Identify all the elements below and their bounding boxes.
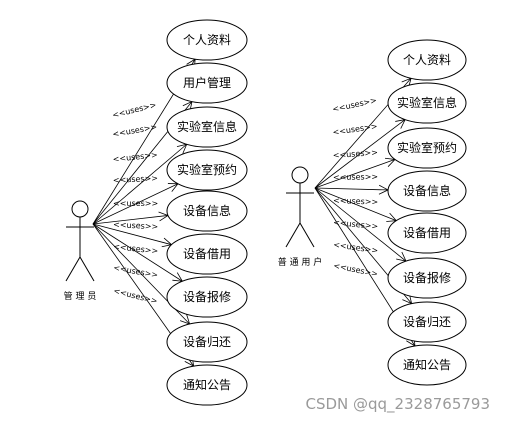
user-uses-label: <<uses>> <box>332 122 378 137</box>
admin-uses-label: <<uses>> <box>113 263 159 280</box>
admin-use-case-ellipse[interactable] <box>166 321 248 363</box>
admin-use-case-label: 用户管理 <box>183 75 231 90</box>
admin-use-case-label: 实验室预约 <box>177 162 237 177</box>
user-use-case-label: 设备归还 <box>403 315 451 329</box>
user-use-case-ellipse[interactable] <box>387 127 467 169</box>
admin-uses-label: <<uses>> <box>113 174 159 185</box>
admin-use-case-ellipse[interactable] <box>166 276 248 318</box>
user-use-case-label: 通知公告 <box>403 358 451 372</box>
user-use-case-label: 设备报修 <box>403 270 451 285</box>
user-use-case-ellipse[interactable] <box>387 39 467 81</box>
admin-uses-label: <<uses>> <box>113 242 159 256</box>
admin-use-case-ellipse[interactable] <box>166 62 248 104</box>
user-use-case-label: 实验室预约 <box>397 140 457 155</box>
user-use-case-ellipse[interactable] <box>387 344 467 386</box>
admin-uses-line <box>92 223 172 246</box>
admin-uses-line <box>92 215 169 225</box>
admin-uses-line <box>92 183 179 225</box>
user-use-case-label: 个人资料 <box>403 53 451 67</box>
admin-use-case-ellipse[interactable] <box>166 364 248 406</box>
user-uses-label: <<uses>> <box>333 196 378 207</box>
user-uses-label: <<uses>> <box>332 96 378 114</box>
user-use-case-label: 设备借用 <box>403 226 451 240</box>
admin-uses-label: <<uses>> <box>112 122 158 139</box>
user-uses-line <box>314 187 389 191</box>
user-uses-line <box>314 159 396 189</box>
user-use-case-label: 设备信息 <box>403 183 451 198</box>
admin-uses-line <box>92 223 183 282</box>
user-uses-label: <<uses>> <box>333 148 379 160</box>
user-use-case-ellipse[interactable] <box>387 301 467 343</box>
admin-use-case-ellipse[interactable] <box>166 190 248 232</box>
user-uses-label: <<uses>> <box>333 172 378 182</box>
user-uses-line <box>314 187 397 222</box>
user-uses-line <box>314 119 406 189</box>
admin-use-case-ellipse[interactable] <box>166 19 248 61</box>
user-use-case-label: 实验室信息 <box>397 95 457 110</box>
admin-actor-figure <box>65 200 95 282</box>
user-use-case-ellipse[interactable] <box>387 257 467 299</box>
user-uses-line <box>314 187 407 262</box>
admin-use-case-label: 通知公告 <box>183 378 231 392</box>
admin-use-case-label: 设备借用 <box>183 247 231 261</box>
user-uses-label: <<uses>> <box>333 261 379 278</box>
watermark-text: CSDN @qq_2328765793 <box>305 395 490 414</box>
admin-uses-label: <<uses>> <box>113 199 158 208</box>
admin-uses-line <box>92 143 187 225</box>
user-use-case-ellipse[interactable] <box>387 82 467 124</box>
user-actor-figure <box>285 166 315 248</box>
admin-use-case-label: 设备归还 <box>183 335 231 349</box>
admin-use-case-label: 个人资料 <box>183 33 231 47</box>
admin-actor-label: 管 理 员 <box>64 290 97 302</box>
user-use-case-ellipse[interactable] <box>387 212 467 254</box>
admin-use-case-label: 实验室信息 <box>177 119 237 134</box>
user-actor-label: 普 通 用 户 <box>278 256 323 268</box>
admin-use-case-ellipse[interactable] <box>166 149 248 191</box>
admin-uses-label: <<uses>> <box>112 150 158 164</box>
user-use-case-ellipse[interactable] <box>387 170 467 212</box>
user-uses-label: <<uses>> <box>333 218 379 231</box>
admin-use-case-label: 设备信息 <box>183 203 231 218</box>
admin-uses-label: <<uses>> <box>113 220 159 231</box>
admin-use-case-ellipse[interactable] <box>166 233 248 275</box>
admin-uses-label: <<uses>> <box>113 286 159 306</box>
admin-use-case-ellipse[interactable] <box>166 106 248 148</box>
admin-use-case-label: 设备报修 <box>183 289 231 304</box>
admin-uses-label: <<uses>> <box>111 100 157 120</box>
